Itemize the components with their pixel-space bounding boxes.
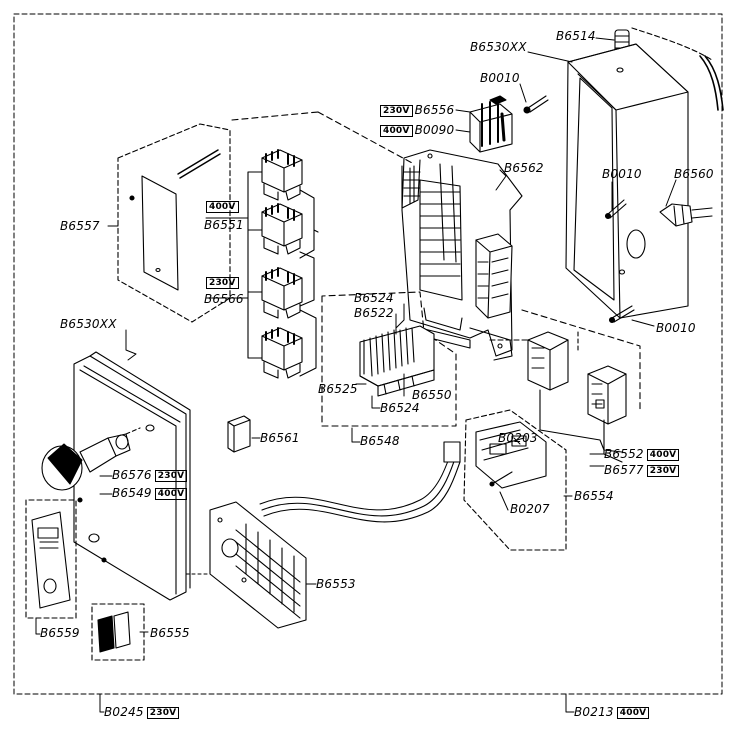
label-b6514: B6514 [556,29,596,43]
label-b6561: B6561 [260,431,300,445]
badge-400v: 400V [380,125,413,137]
label-b6548: B6548 [360,434,400,448]
label-b6530xx-box: B6530XX [470,40,527,54]
assembly-boundary [13,13,723,695]
label-b6553: B6553 [316,577,356,591]
grid-panel-drawing [185,501,307,629]
label-b6530xx-door: B6530XX [60,317,117,331]
label-400v-b6551: 400V [204,200,241,213]
label-b6555: B6555 [150,626,190,640]
badge-230v: 230V [380,105,413,117]
badge-400v: 400V [154,488,188,500]
cover-panel-drawing [117,123,231,323]
label-b0203: B0203 [498,431,538,445]
pushbutton-drawing [91,603,145,661]
label-b6524-bottom: B6524 [380,401,420,415]
screws-drawing [523,95,635,324]
door-drawing [73,351,191,601]
label-b6557: B6557 [60,219,100,233]
badge-400v: 400V [646,449,680,461]
badge-400v: 400V [206,201,239,213]
transformer-drawing [469,95,513,153]
relays-drawing [489,309,641,463]
contactors-drawing [231,111,415,379]
enclosure-box-drawing [565,43,689,319]
label-b6522: B6522 [354,306,394,320]
label-b6559: B6559 [40,626,80,640]
label-b6562: B6562 [504,161,544,175]
small-module-drawing [227,415,251,453]
badge-230v: 230V [646,465,680,477]
pcb-drawing [463,409,567,551]
label-b6524-top: B6524 [354,291,394,305]
clip-drawing [659,203,713,227]
label-b0207: B0207 [510,502,550,516]
label-b0010-top: B0010 [480,71,520,85]
label-b6550: B6550 [412,388,452,402]
badge-400v: 400V [616,707,650,719]
ribbon-cable-drawing [259,441,461,523]
label-230v-b6566: 230V [204,276,241,289]
label-b6560: B6560 [674,167,714,181]
label-b0010-bottom: B0010 [656,321,696,335]
label-b0010-mid: B0010 [602,167,642,181]
terminal-block-drawing [321,291,457,427]
label-b6525: B6525 [318,382,358,396]
leader-lines [35,37,677,713]
rotary-switch-drawing [41,427,141,491]
label-b6566: B6566 [204,292,244,306]
badge-230v: 230V [146,707,180,719]
label-b6551: B6551 [204,218,244,232]
label-b6554: B6554 [574,489,614,503]
display-module-drawing [25,499,77,619]
badge-230v: 230V [206,277,239,289]
mounting-bracket-drawing [401,149,523,361]
badge-230v: 230V [154,470,188,482]
